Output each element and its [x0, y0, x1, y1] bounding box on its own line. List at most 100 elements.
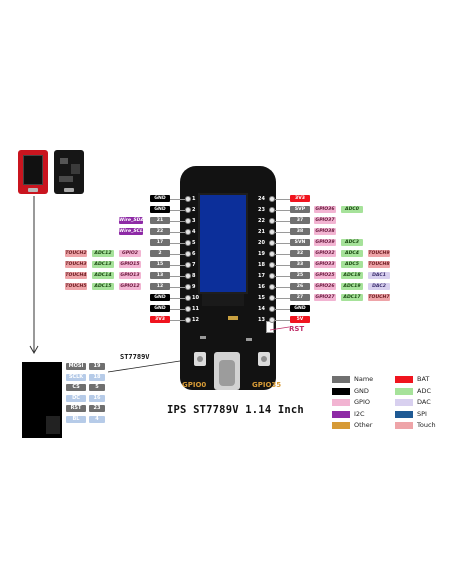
pin-number: 10	[192, 294, 199, 301]
pin-function-tag: GPIO36	[314, 206, 336, 213]
pin-function-tag: TOUCH7	[368, 294, 390, 301]
pin-function-tag: GPIO15	[119, 261, 141, 268]
pin-function-tag: GPIO27	[314, 294, 336, 301]
legend-label: Touch	[417, 421, 436, 429]
pin-function-tag: DAC1	[368, 272, 390, 279]
board-back-thumbnail	[54, 150, 84, 194]
pin-function-tag: ADC12	[92, 250, 114, 257]
legend-swatch	[332, 387, 350, 395]
pin-function-tag: GPIO2	[119, 250, 141, 257]
pin-function-tag: GPIO25	[314, 272, 336, 279]
ttgo-board	[180, 166, 276, 390]
pin-hole	[269, 250, 275, 257]
pin-number: 4	[192, 228, 196, 235]
pin-lead	[170, 297, 185, 299]
legend-swatch	[395, 410, 413, 418]
pin-label: 13	[150, 272, 170, 279]
pin-label: 25	[290, 272, 310, 279]
pin-hole	[269, 206, 275, 213]
pin-function-tag: GPIO33	[314, 261, 336, 268]
pin-hole	[269, 272, 275, 279]
pin-function-tag: TOUCH4	[65, 272, 87, 279]
display-pin-name: CS	[66, 384, 86, 391]
pin-label: 22	[150, 228, 170, 235]
legend-label: BAT	[417, 375, 430, 383]
pin-function-tag: GPIO12	[119, 283, 141, 290]
pin-function-tag: GPIO32	[314, 250, 336, 257]
pin-hole	[185, 217, 191, 224]
pin-hole	[269, 261, 275, 268]
pin-number: 6	[192, 250, 196, 257]
pin-function-tag: ADC13	[92, 261, 114, 268]
pin-hole	[185, 283, 191, 290]
pin-label: 12	[150, 283, 170, 290]
legend-swatch	[395, 376, 413, 383]
pin-hole	[269, 283, 275, 290]
display-module	[22, 362, 62, 438]
legend-swatch	[395, 387, 413, 395]
pin-lead	[275, 275, 290, 277]
pin-label: GND	[150, 294, 170, 301]
pin-number: 1	[192, 195, 196, 202]
display-pin-name: MOSI	[66, 363, 86, 370]
gpio0-button[interactable]	[194, 352, 206, 366]
pin-function-tag: ADC14	[92, 272, 114, 279]
pin-label: SVP	[290, 206, 310, 213]
pin-number: 3	[192, 217, 196, 224]
driver-pointer	[108, 360, 181, 373]
display-pin-number: 19	[89, 363, 105, 370]
pin-number: 17	[258, 272, 265, 279]
pin-lead	[275, 286, 290, 288]
pin-function-tag: ADC17	[341, 294, 363, 301]
pin-number: 23	[258, 206, 265, 213]
pin-function-tag: GPIO13	[119, 272, 141, 279]
display-pin-name: RST	[66, 405, 86, 412]
legend-label: I2C	[354, 409, 365, 418]
pin-function-tag: ADC4	[341, 250, 363, 257]
pin-label: GND	[290, 305, 310, 312]
gpio35-label: GPIO35	[252, 381, 282, 389]
pin-number: 12	[192, 316, 199, 323]
pin-number: 21	[258, 228, 265, 235]
rst-pointer	[270, 326, 290, 331]
pin-label: 5V	[290, 316, 310, 323]
pin-hole	[185, 206, 191, 213]
pin-lead	[170, 275, 185, 277]
display-pin-number: 5	[89, 384, 105, 391]
pin-lead	[170, 198, 185, 200]
pin-function-tag: TOUCH3	[65, 261, 87, 268]
legend-swatch	[332, 422, 350, 429]
pin-label: 3V3	[150, 316, 170, 323]
pin-hole	[269, 228, 275, 235]
pin-hole	[185, 316, 191, 323]
board-front-thumbnail	[18, 150, 48, 194]
pin-number: 9	[192, 283, 196, 290]
pin-function-tag: Wire_SCL	[119, 228, 143, 235]
pin-label: 32	[290, 250, 310, 257]
pin-lead	[275, 253, 290, 255]
pin-function-tag: DAC2	[368, 283, 390, 290]
pin-lead	[275, 319, 290, 321]
pin-lead	[275, 308, 290, 310]
pin-lead	[170, 209, 185, 211]
pin-label: 17	[150, 239, 170, 246]
pin-hole	[185, 261, 191, 268]
pin-number: 7	[192, 261, 196, 268]
pin-function-tag: ADC0	[341, 206, 363, 213]
pin-label: 26	[290, 283, 310, 290]
gpio35-button[interactable]	[258, 352, 270, 366]
pin-lead	[275, 198, 290, 200]
pin-lead	[170, 253, 185, 255]
pin-hole	[269, 294, 275, 301]
pin-label: 3V3	[290, 195, 310, 202]
display-pin-number: 4	[89, 415, 105, 423]
gpio0-label: GPIO0	[182, 381, 207, 389]
display-pin-number: 18	[89, 373, 105, 381]
display-pin-number: 23	[89, 405, 105, 412]
pin-lead	[170, 264, 185, 266]
legend-swatch	[395, 422, 413, 429]
pin-hole	[185, 228, 191, 235]
legend-swatch	[332, 399, 350, 406]
driver-label: ST7789V	[120, 353, 150, 361]
pin-number: 2	[192, 206, 196, 213]
